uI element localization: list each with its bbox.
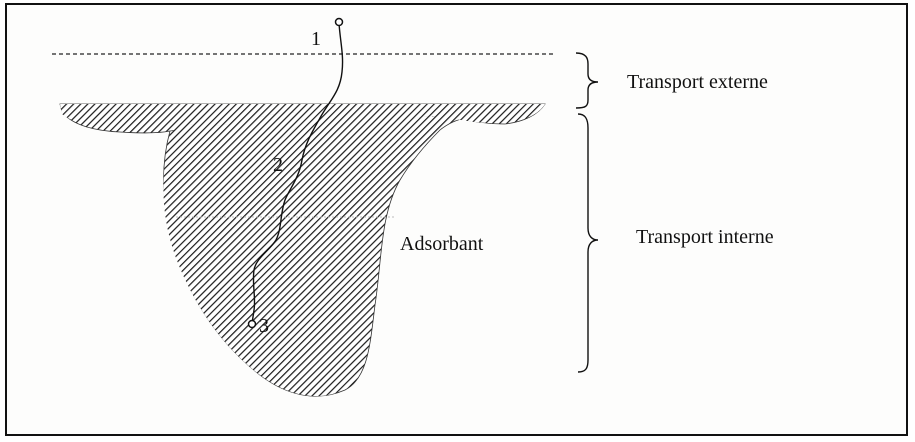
point-1-label: 1 [311, 28, 321, 50]
point-3-label: 3 [259, 315, 269, 337]
external-transport-label: Transport externe [627, 71, 768, 93]
point-1-marker [336, 19, 343, 26]
point-2-label: 2 [273, 154, 283, 176]
internal-transport-label: Transport interne [636, 226, 774, 248]
external-transport-brace [576, 53, 598, 108]
adsorbent-label: Adsorbant [400, 233, 484, 255]
internal-transport-brace [578, 114, 598, 372]
point-3-marker [249, 321, 256, 328]
